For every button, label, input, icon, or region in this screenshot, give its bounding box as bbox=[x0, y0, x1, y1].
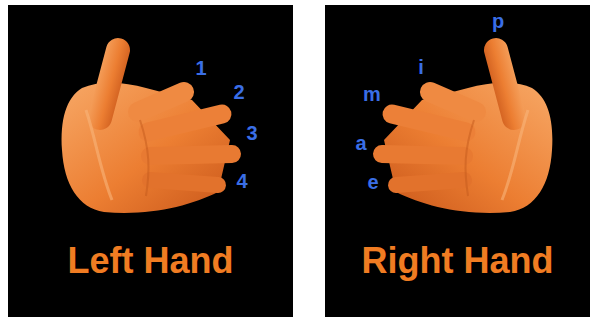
finger-label: 2 bbox=[233, 82, 244, 102]
finger-label: 1 bbox=[195, 58, 206, 78]
hand-panel: Right Hand bbox=[325, 5, 590, 317]
finger-label: e bbox=[367, 172, 378, 192]
panel-ground bbox=[325, 5, 590, 317]
finger-label: i bbox=[418, 57, 424, 77]
hand-caption: Left Hand bbox=[8, 241, 293, 281]
finger-label: a bbox=[355, 133, 366, 153]
right-hand bbox=[382, 50, 552, 213]
hand-caption: Right Hand bbox=[325, 241, 590, 281]
finger-label: p bbox=[492, 11, 504, 31]
panel-ground bbox=[8, 5, 293, 317]
finger-label: 4 bbox=[236, 171, 247, 191]
finger-label: 3 bbox=[246, 123, 257, 143]
left-hand bbox=[62, 50, 232, 213]
finger-label: m bbox=[363, 84, 381, 104]
hand-panel: Left Hand bbox=[8, 5, 293, 317]
